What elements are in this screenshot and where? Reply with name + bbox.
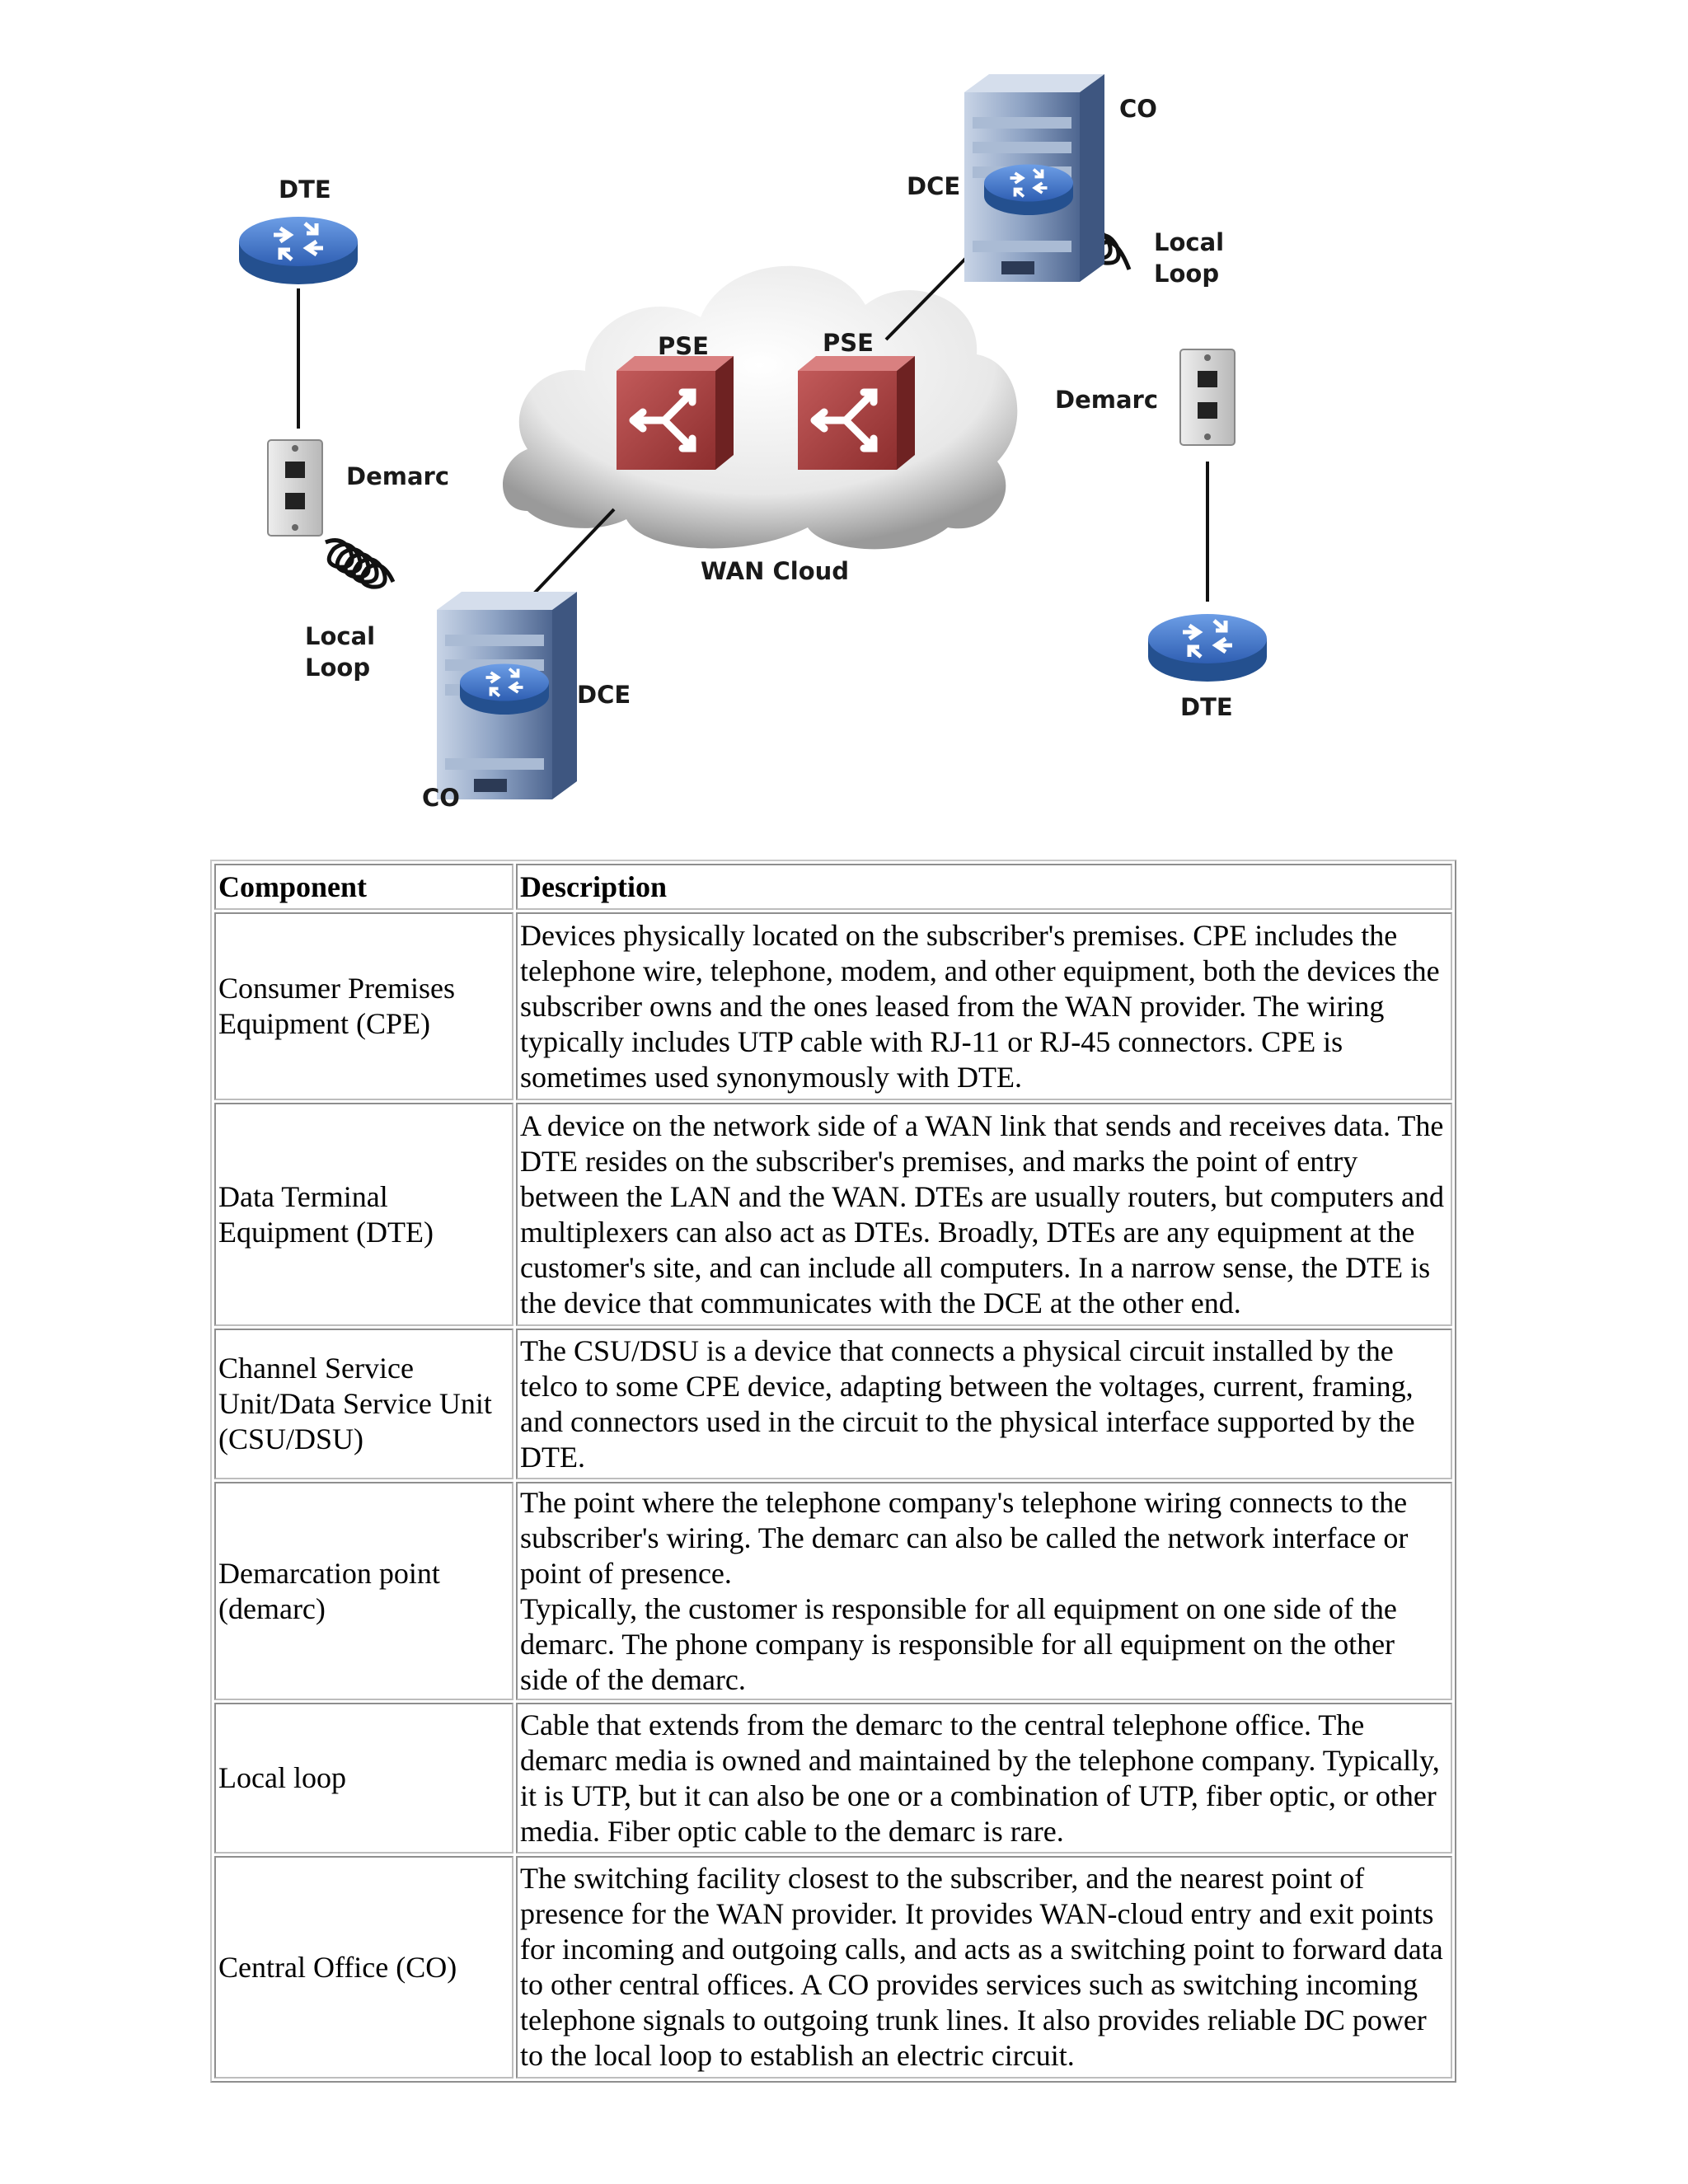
- label-demarc-right: Demarc: [1055, 386, 1158, 414]
- pse-left-switch: [617, 356, 734, 470]
- cell-component: Data Terminal Equipment (DTE): [214, 1103, 513, 1326]
- cell-description: The point where the telephone company's …: [516, 1482, 1452, 1700]
- dte-right-router: [1148, 614, 1267, 682]
- label-dte-right: DTE: [1180, 693, 1233, 721]
- label-demarc-left: Demarc: [346, 462, 449, 490]
- cell-description: The switching facility closest to the su…: [516, 1856, 1452, 2079]
- label-local-loop-right-2: Loop: [1154, 260, 1219, 288]
- demarc-left-jack: [267, 439, 323, 537]
- demarc-right-jack: [1179, 349, 1236, 446]
- cell-description: The CSU/DSU is a device that connects a …: [516, 1329, 1452, 1479]
- label-co-right: CO: [1119, 95, 1157, 123]
- component-table: Component Description Consumer Premises …: [210, 860, 1456, 2083]
- cell-description: Devices physically located on the subscr…: [516, 912, 1452, 1100]
- header-description: Description: [516, 864, 1452, 910]
- cell-description: A device on the network side of a WAN li…: [516, 1103, 1452, 1326]
- label-wan-cloud: WAN Cloud: [701, 557, 849, 585]
- wan-cloud-shape: [503, 265, 1018, 550]
- dce-left-router: [458, 662, 551, 716]
- table-row: Local loop Cable that extends from the d…: [214, 1703, 1452, 1854]
- table-row: Channel Service Unit/Data Service Unit (…: [214, 1329, 1452, 1479]
- cell-component: Local loop: [214, 1703, 513, 1854]
- pse-right-switch: [798, 356, 915, 470]
- table-row: Data Terminal Equipment (DTE) A device o…: [214, 1103, 1452, 1326]
- label-co-left: CO: [422, 784, 460, 812]
- label-dce-left: DCE: [577, 681, 631, 709]
- component-table-wrapper: Component Description Consumer Premises …: [210, 860, 1456, 2083]
- dte-left-router: [239, 217, 358, 284]
- cell-component: Central Office (CO): [214, 1856, 513, 2079]
- table-header-row: Component Description: [214, 864, 1452, 910]
- dce-right-router: [982, 162, 1075, 217]
- label-local-loop-right-1: Local: [1154, 228, 1224, 256]
- cell-component: Consumer Premises Equipment (CPE): [214, 912, 513, 1100]
- cell-description: Cable that extends from the demarc to th…: [516, 1703, 1452, 1854]
- cell-component: Channel Service Unit/Data Service Unit (…: [214, 1329, 513, 1479]
- description-paragraph: Typically, the customer is responsible f…: [520, 1591, 1397, 1696]
- label-pse-right: PSE: [823, 329, 874, 357]
- label-local-loop-left-2: Loop: [305, 654, 370, 682]
- table-row: Demarcation point (demarc) The point whe…: [214, 1482, 1452, 1700]
- label-local-loop-left-1: Local: [305, 622, 375, 650]
- label-dce-right: DCE: [907, 172, 960, 200]
- header-component: Component: [214, 864, 513, 910]
- description-paragraph: The point where the telephone company's …: [520, 1485, 1409, 1590]
- label-dte-left: DTE: [279, 176, 331, 204]
- label-pse-left: PSE: [658, 332, 709, 360]
- wan-diagram: DTE Demarc Local Loop DCE CO PSE PSE WAN…: [0, 74, 1688, 812]
- table-row: Central Office (CO) The switching facili…: [214, 1856, 1452, 2079]
- cell-component: Demarcation point (demarc): [214, 1482, 513, 1700]
- table-row: Consumer Premises Equipment (CPE) Device…: [214, 912, 1452, 1100]
